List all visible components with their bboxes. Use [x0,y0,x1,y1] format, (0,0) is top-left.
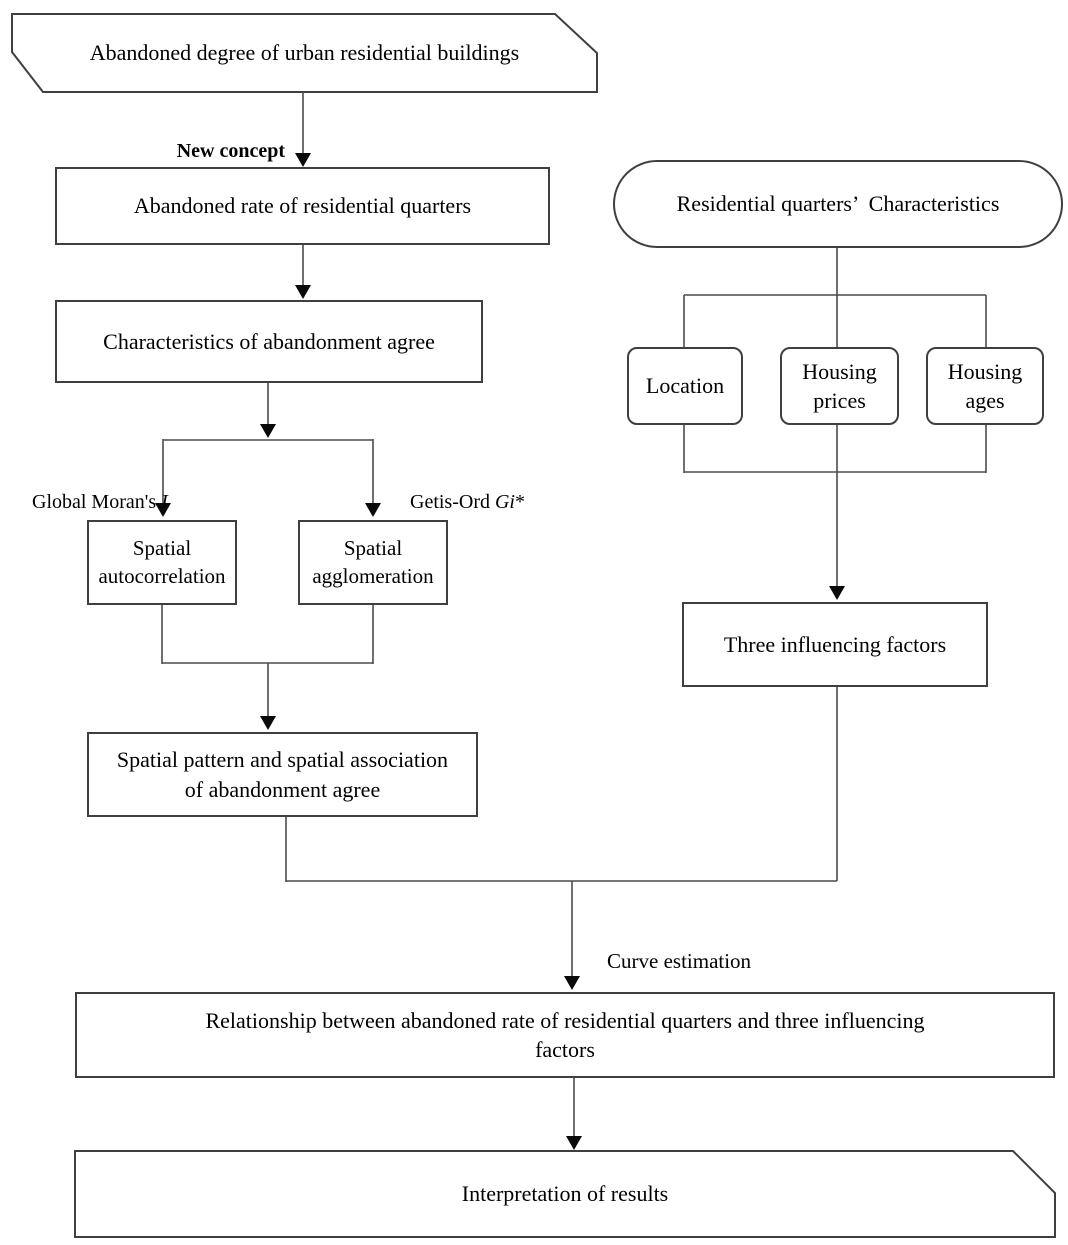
node-label: Spatial agglomeration [312,535,434,588]
node-label: Housing prices [802,358,877,413]
node-label: Relationship between abandoned rate of r… [205,1007,925,1062]
node-label: Spatial pattern and spatial association … [116,747,449,802]
node-label: Interpretation of results [461,1181,669,1206]
arrowhead [155,503,171,517]
node-spatial-autocorrelation: Spatial autocorrelation [87,520,237,605]
node-abandoned-degree: Abandoned degree of urban residential bu… [12,14,597,92]
node-label: Housing ages [947,358,1023,413]
edge-label-global-morans: Global Moran's I [32,491,168,513]
card-shape-top [11,13,598,93]
node-location: Location [627,347,743,425]
node-label: Abandoned rate of residential quarters [133,193,472,219]
edge-label-getis-ord: Getis-Ord Gi* [410,491,525,513]
connector-lines [161,92,987,1139]
edge-label-curve-estimation: Curve estimation [607,949,752,974]
node-spatial-agglomeration: Spatial agglomeration [298,520,448,605]
node-label: Spatial autocorrelation [98,535,226,588]
arrowhead [295,153,311,167]
node-housing-prices: Housing prices [780,347,899,425]
edge-label-new-concept: New concept [176,140,285,162]
node-label: Characteristics of abandonment agree [103,328,435,354]
node-spatial-pattern: Spatial pattern and spatial association … [87,732,478,817]
node-interpretation: Interpretation of results [75,1151,1055,1237]
arrowhead [295,285,311,299]
node-residential-characteristics: Residential quarters’ Characteristics [613,160,1063,248]
arrowhead [564,976,580,990]
node-label: Three influencing factors [723,631,947,657]
node-abandoned-rate: Abandoned rate of residential quarters [55,167,550,245]
arrowhead [365,503,381,517]
arrowhead [260,716,276,730]
node-three-factors: Three influencing factors [682,602,988,687]
node-characteristics: Characteristics of abandonment agree [55,300,483,383]
node-label: Residential quarters’ Characteristics [676,191,1000,217]
arrowhead [566,1136,582,1150]
node-housing-ages: Housing ages [926,347,1044,425]
card-shape-bottom [74,1150,1056,1238]
arrowheads [155,153,845,1150]
arrowhead [260,424,276,438]
arrowhead [829,586,845,600]
node-label: Abandoned degree of urban residential bu… [89,40,520,65]
node-label: Location [645,373,725,399]
node-relationship: Relationship between abandoned rate of r… [75,992,1055,1078]
